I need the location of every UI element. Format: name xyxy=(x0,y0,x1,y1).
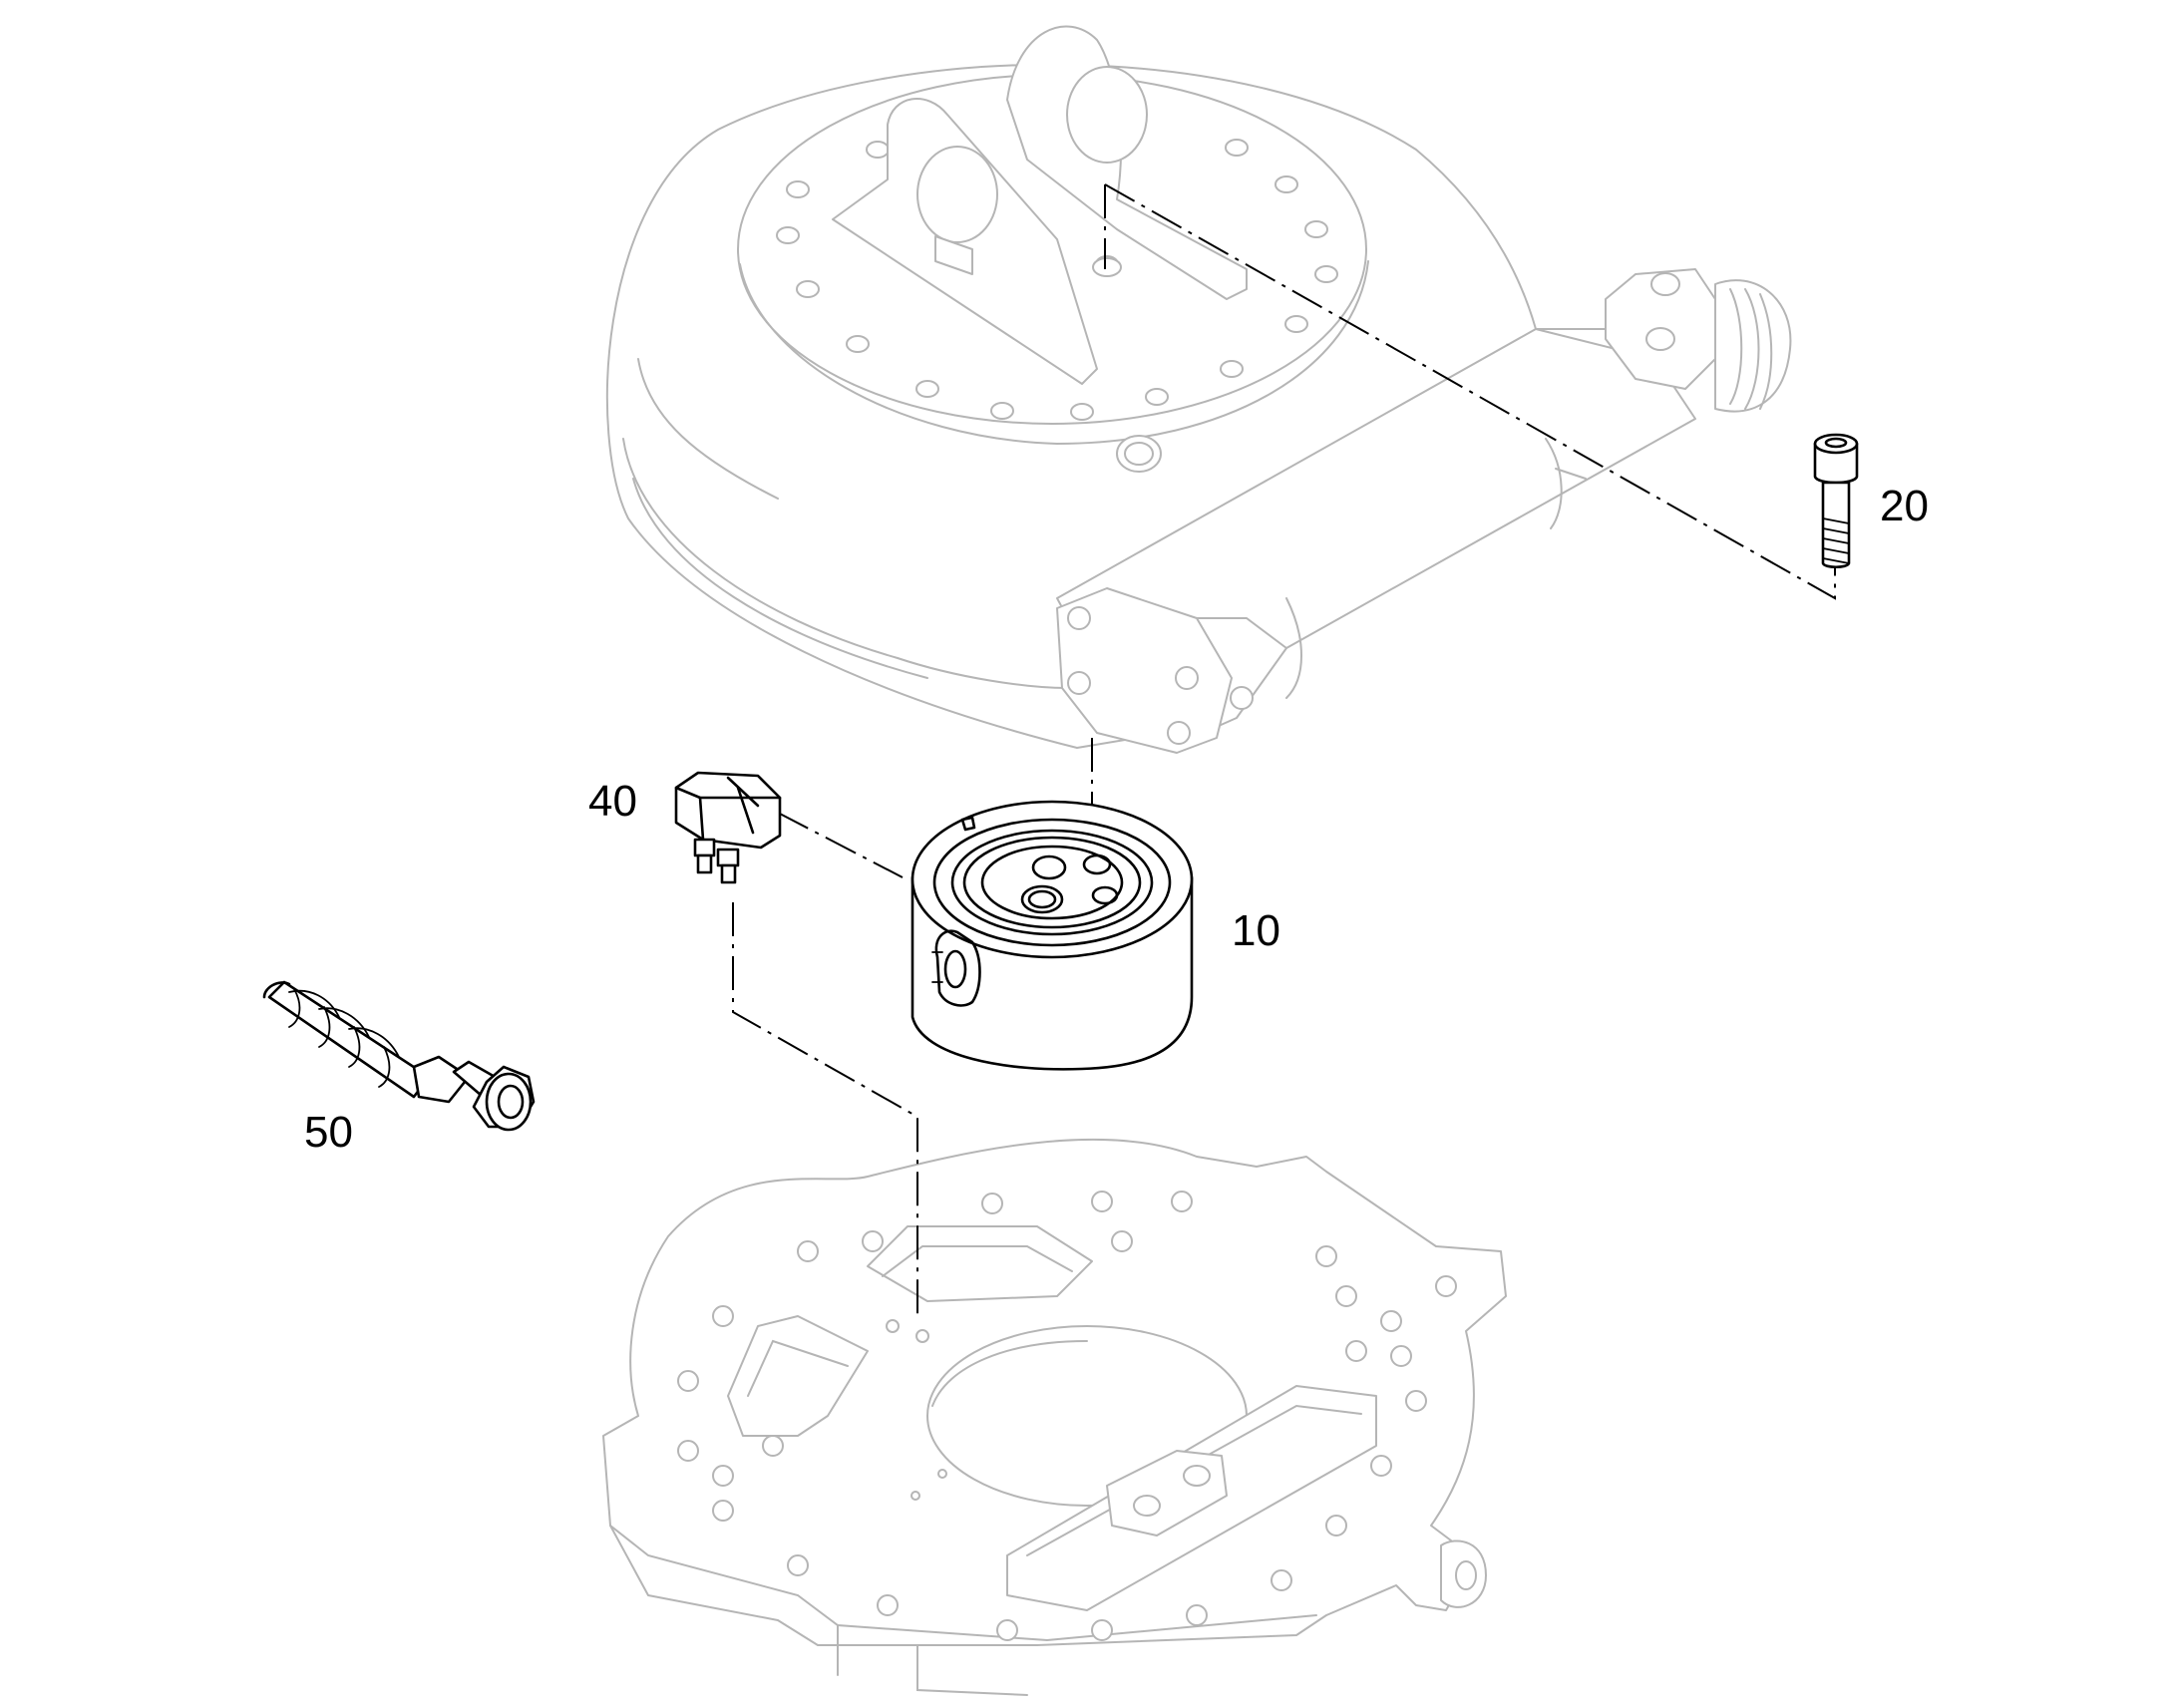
upper-housing xyxy=(605,25,1792,754)
callout-10: 10 xyxy=(1232,906,1280,955)
boom-arm xyxy=(1056,268,1792,754)
part-10-rotary-joint xyxy=(910,800,1194,1071)
callout-50: 50 xyxy=(304,1108,353,1157)
plate-holes xyxy=(677,1191,1457,1641)
part-50-hose xyxy=(262,980,536,1132)
top-disc-holes xyxy=(776,139,1338,421)
lower-mounting-plate xyxy=(602,1138,1507,1696)
lifting-lugs xyxy=(832,25,1248,385)
callout-labels: 10 20 40 50 xyxy=(304,482,1929,1157)
leader-lines xyxy=(732,183,1836,1316)
part-20-cap-screw xyxy=(1813,433,1859,569)
part-40-bracket xyxy=(674,771,782,884)
callout-40: 40 xyxy=(588,777,637,826)
callout-20: 20 xyxy=(1880,482,1929,530)
